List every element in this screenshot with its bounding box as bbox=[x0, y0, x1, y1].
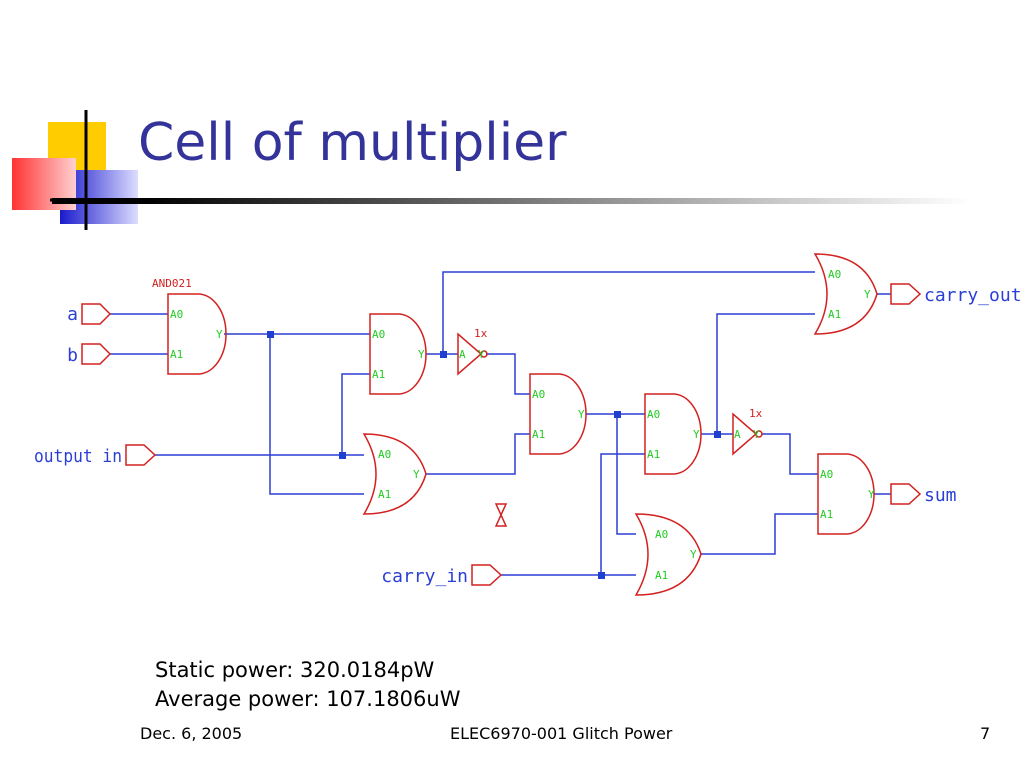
pin-label-y: Y bbox=[413, 468, 420, 481]
and-gate bbox=[167, 293, 227, 375]
pin-label-a1: A1 bbox=[378, 488, 391, 501]
junction-dot bbox=[614, 411, 621, 418]
and-gate bbox=[817, 453, 875, 535]
pin-label-a: A bbox=[734, 428, 741, 441]
cell-name-label: AND021 bbox=[152, 277, 192, 290]
and-gate bbox=[369, 313, 427, 395]
port-arrow-carry-in bbox=[471, 564, 503, 586]
slide-title: Cell of multiplier bbox=[138, 113, 567, 173]
footer-course: ELEC6970-001 Glitch Power bbox=[450, 724, 673, 743]
pin-label-a0: A0 bbox=[372, 328, 385, 341]
pin-label-a1: A1 bbox=[655, 569, 668, 582]
pin-label-y: Y bbox=[690, 548, 697, 561]
junction-dot bbox=[598, 572, 605, 579]
port-arrow-sum bbox=[890, 483, 922, 505]
and-gate bbox=[529, 373, 587, 455]
pin-label-y: Y bbox=[418, 348, 425, 361]
pin-label-a0: A0 bbox=[170, 308, 183, 321]
buffer-strength-label: 1x bbox=[749, 407, 763, 420]
pin-label-y: Y bbox=[868, 488, 875, 501]
pin-label-y: Y bbox=[578, 408, 585, 421]
pin-label-a0: A0 bbox=[378, 448, 391, 461]
junction-dot bbox=[440, 351, 447, 358]
hourglass-cursor-icon bbox=[494, 503, 508, 527]
pin-label-a1: A1 bbox=[820, 508, 833, 521]
port-label-a: a bbox=[67, 304, 78, 325]
pin-label-y: Y bbox=[478, 348, 485, 361]
pin-label-a1: A1 bbox=[647, 448, 660, 461]
power-stats: Static power: 320.0184pW Average power: … bbox=[155, 656, 460, 714]
multiplier-cell-schematic: a b output in carry_in carry_out sum AND… bbox=[34, 253, 1022, 596]
or-gate bbox=[813, 253, 878, 335]
pin-label-a1: A1 bbox=[170, 348, 183, 361]
inverter-bubble bbox=[480, 350, 488, 358]
junction-dot bbox=[267, 331, 274, 338]
buffer-strength-label: 1x bbox=[474, 327, 488, 340]
static-power-text: Static power: 320.0184pW bbox=[155, 658, 435, 682]
pin-label-a: A bbox=[459, 348, 466, 361]
port-arrow-a bbox=[81, 303, 112, 325]
buffer-gate bbox=[457, 332, 483, 376]
pin-label-a0: A0 bbox=[828, 268, 841, 281]
port-arrow-output-in bbox=[125, 444, 157, 466]
and-gate bbox=[644, 393, 702, 475]
title-logo-squares bbox=[12, 110, 160, 230]
port-label-carry-out: carry_out bbox=[924, 285, 1022, 306]
or-gate bbox=[634, 513, 702, 596]
port-label-b: b bbox=[67, 345, 78, 366]
or-gate bbox=[362, 433, 427, 515]
port-arrow-b bbox=[81, 343, 112, 365]
pin-label-y: Y bbox=[693, 428, 700, 441]
pin-label-a0: A0 bbox=[647, 408, 660, 421]
port-label-carry-in: carry_in bbox=[381, 566, 468, 587]
wires bbox=[110, 271, 891, 576]
pin-label-a0: A0 bbox=[820, 468, 833, 481]
pin-label-y: Y bbox=[753, 428, 760, 441]
pin-label-a0: A0 bbox=[532, 388, 545, 401]
pin-label-y: Y bbox=[216, 328, 223, 341]
average-power-text: Average power: 107.1806uW bbox=[155, 687, 461, 711]
pin-label-y: Y bbox=[864, 288, 871, 301]
inverter-bubble bbox=[755, 430, 763, 438]
gate-pin-labels: A0 A1 Y A0 A1 Y A0 A1 Y A0 A1 Y A0 A1 Y … bbox=[170, 268, 875, 582]
title-underline bbox=[52, 198, 972, 204]
junction-dot bbox=[339, 452, 346, 459]
junctions bbox=[267, 331, 721, 579]
pin-label-a1: A1 bbox=[532, 428, 545, 441]
port-arrow-carry-out bbox=[890, 283, 922, 305]
junction-dot bbox=[714, 431, 721, 438]
pin-label-a1: A1 bbox=[372, 368, 385, 381]
pin-label-a0: A0 bbox=[655, 528, 668, 541]
pin-label-a1: A1 bbox=[828, 308, 841, 321]
gates bbox=[81, 253, 922, 596]
buffer-gate bbox=[732, 412, 758, 456]
footer-date: Dec. 6, 2005 bbox=[140, 724, 243, 743]
port-label-sum: sum bbox=[924, 485, 957, 506]
footer-page-number: 7 bbox=[980, 724, 991, 743]
port-label-output-in: output in bbox=[34, 446, 122, 467]
